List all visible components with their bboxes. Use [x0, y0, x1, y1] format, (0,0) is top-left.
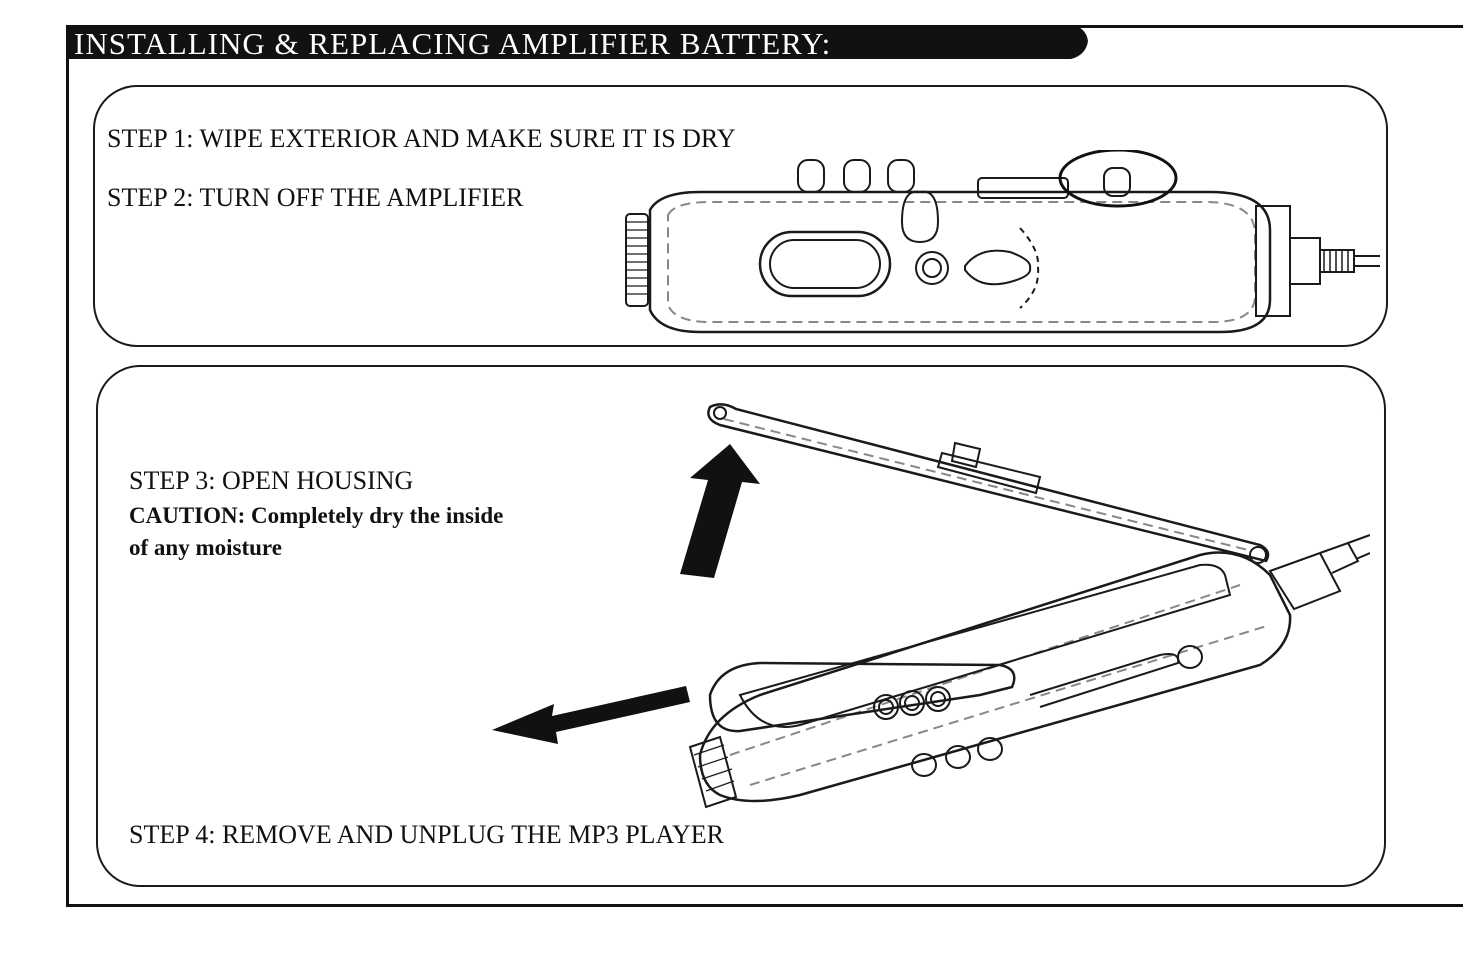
arrow-left-icon: [492, 686, 690, 744]
closed-amplifier-illustration: [625, 150, 1380, 334]
section-title: INSTALLING & REPLACING AMPLIFIER BATTERY…: [74, 26, 832, 61]
step-3-text: STEP 3: OPEN HOUSING: [129, 466, 414, 495]
step-panel-1: [93, 85, 1388, 347]
arrow-up-icon: [680, 444, 760, 578]
step-1-text: STEP 1: WIPE EXTERIOR AND MAKE SURE IT I…: [107, 124, 736, 153]
caution-label: CAUTION:: [129, 503, 246, 528]
open-housing-illustration: [688, 403, 1370, 809]
banner-background: [66, 25, 1088, 59]
frame-bottom-rule: [66, 904, 1463, 907]
caution-note: CAUTION: Completely dry the inside of an…: [129, 500, 509, 564]
power-button-circle-highlight: [1058, 150, 1178, 208]
step-2-text: STEP 2: TURN OFF THE AMPLIFIER: [107, 183, 524, 212]
caution-text: Completely dry the inside of any moistur…: [129, 503, 504, 560]
frame-left-rule: [66, 25, 69, 907]
section-header-banner: INSTALLING & REPLACING AMPLIFIER BATTERY…: [66, 25, 1088, 61]
step-4-text: STEP 4: REMOVE AND UNPLUG THE MP3 PLAYER: [129, 820, 724, 849]
